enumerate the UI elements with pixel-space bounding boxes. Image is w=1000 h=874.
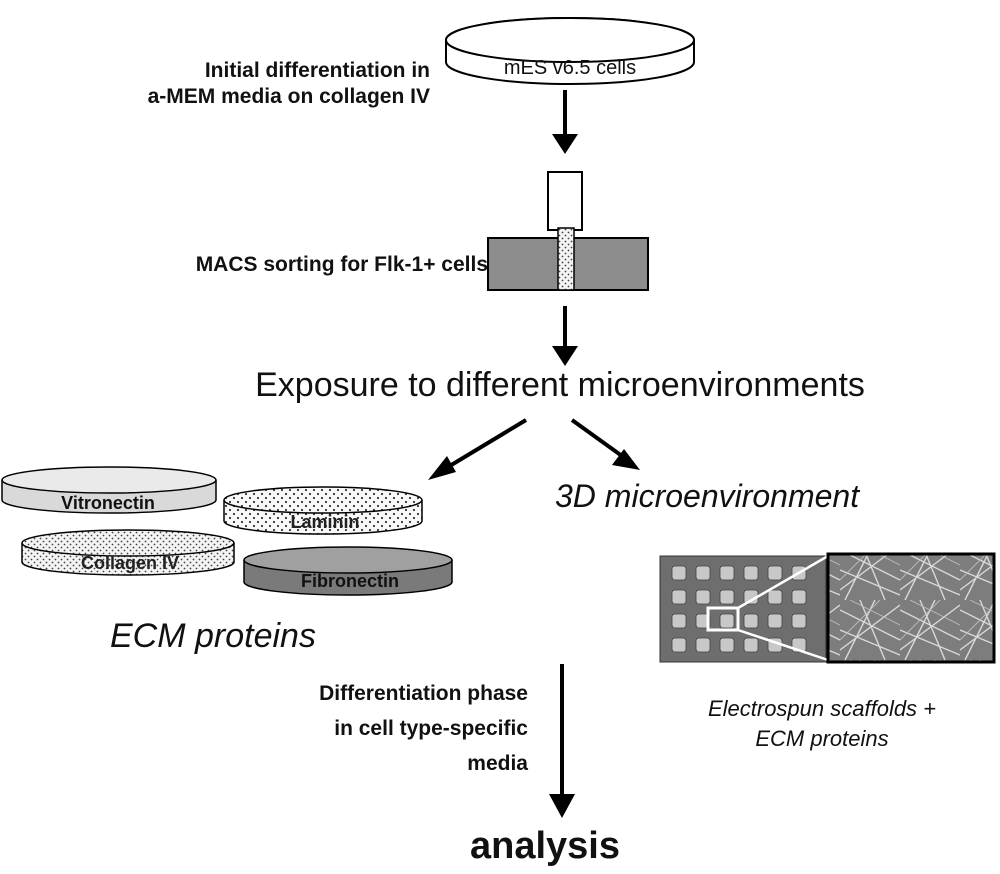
dish-mes-cells	[445, 17, 695, 85]
dish-fibronectin	[243, 546, 453, 596]
arrow-to-3d	[570, 418, 640, 470]
arrow-to-exposure	[552, 306, 578, 366]
exposure-headline: Exposure to different microenvironments	[255, 366, 865, 404]
arrow-to-ecm	[428, 418, 528, 480]
dish-collagen-label: Collagen IV	[80, 553, 179, 573]
step-macs-sorting: MACS sorting for Flk-1+ cells	[195, 253, 488, 276]
zoom-lines	[737, 554, 829, 662]
dish-vitronectin	[1, 466, 217, 514]
scaffold-caption: Electrospun scaffolds + ECM proteins	[652, 694, 992, 754]
dish-mes-label: mES v6.5 cells	[503, 57, 637, 79]
arrow-to-analysis	[549, 664, 575, 818]
diff-phase-line1: Differentiation phase	[319, 682, 528, 705]
dish-laminin	[223, 486, 423, 535]
step-initial-line2: a-MEM media on collagen IV	[147, 85, 430, 108]
dish-laminin-label: Laminin	[290, 512, 360, 532]
dish-vitronectin-label: Vitronectin	[61, 493, 155, 513]
dish-collagen-iv	[21, 529, 235, 576]
differentiation-phase-label: Differentiation phase in cell type-speci…	[200, 676, 528, 781]
arrow-to-macs	[552, 90, 578, 154]
diff-phase-line2: in cell type-specific	[334, 717, 528, 740]
scaffold-caption-line2: ECM proteins	[755, 726, 889, 751]
step-initial-differentiation: Initial differentiation in a-MEM media o…	[100, 58, 430, 110]
analysis-label: analysis	[470, 825, 620, 867]
step-initial-line1: Initial differentiation in	[204, 59, 430, 82]
fiber-micrograph-image	[826, 552, 996, 664]
diff-phase-line3: media	[467, 752, 528, 775]
macs-column-icon	[487, 171, 649, 291]
micro3d-label: 3D microenvironment	[555, 478, 860, 514]
scaffold-caption-line1: Electrospun scaffolds +	[707, 696, 937, 721]
dish-fibronectin-label: Fibronectin	[301, 571, 399, 591]
ecm-proteins-label: ECM proteins	[110, 617, 316, 655]
